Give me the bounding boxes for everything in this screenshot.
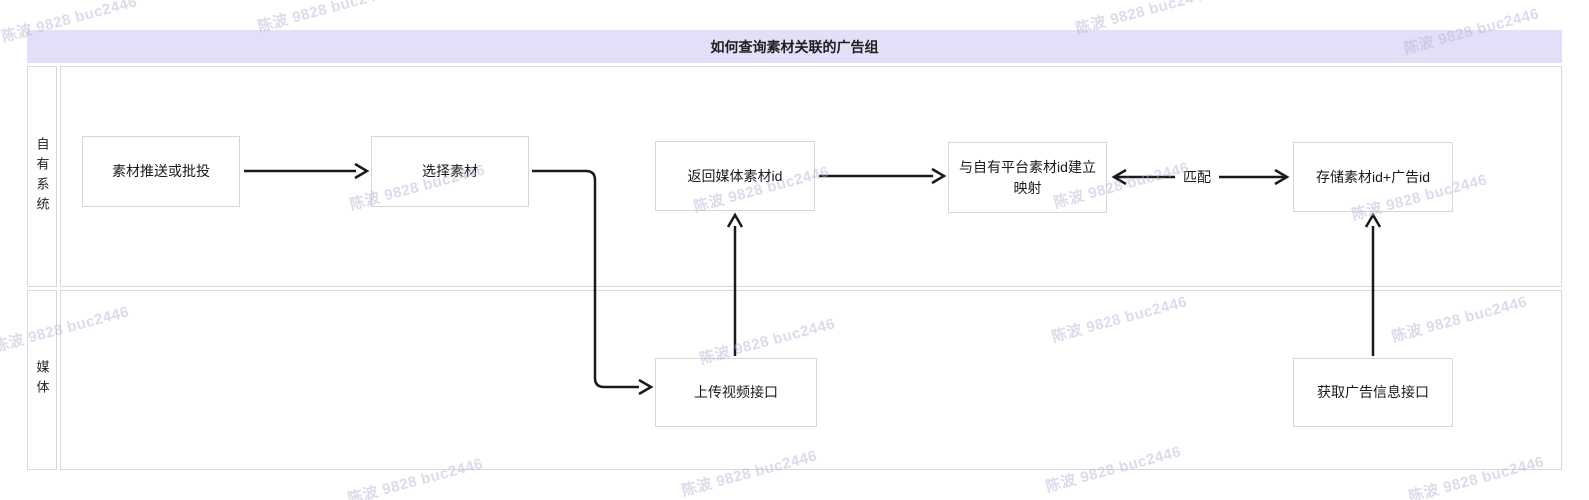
node-select-material[interactable]: 选择素材 [371,136,529,207]
node-store-ids[interactable]: 存储素材id+广告id [1293,142,1453,212]
node-material-push[interactable]: 素材推送或批投 [82,136,240,207]
edge-label-match: 匹配 [1175,166,1219,188]
node-get-ad-info-api[interactable]: 获取广告信息接口 [1293,358,1453,427]
diagram-title-bar: 如何查询素材关联的广告组 [27,30,1562,63]
node-build-mapping[interactable]: 与自有平台素材id建立映射 [948,142,1107,213]
node-upload-video-api[interactable]: 上传视频接口 [655,358,817,427]
diagram-title: 如何查询素材关联的广告组 [710,38,879,55]
node-return-media-id[interactable]: 返回媒体素材id [655,141,815,211]
lane-media-label: 媒体 [27,290,57,470]
lane-own-system-label: 自有系统 [27,66,57,287]
